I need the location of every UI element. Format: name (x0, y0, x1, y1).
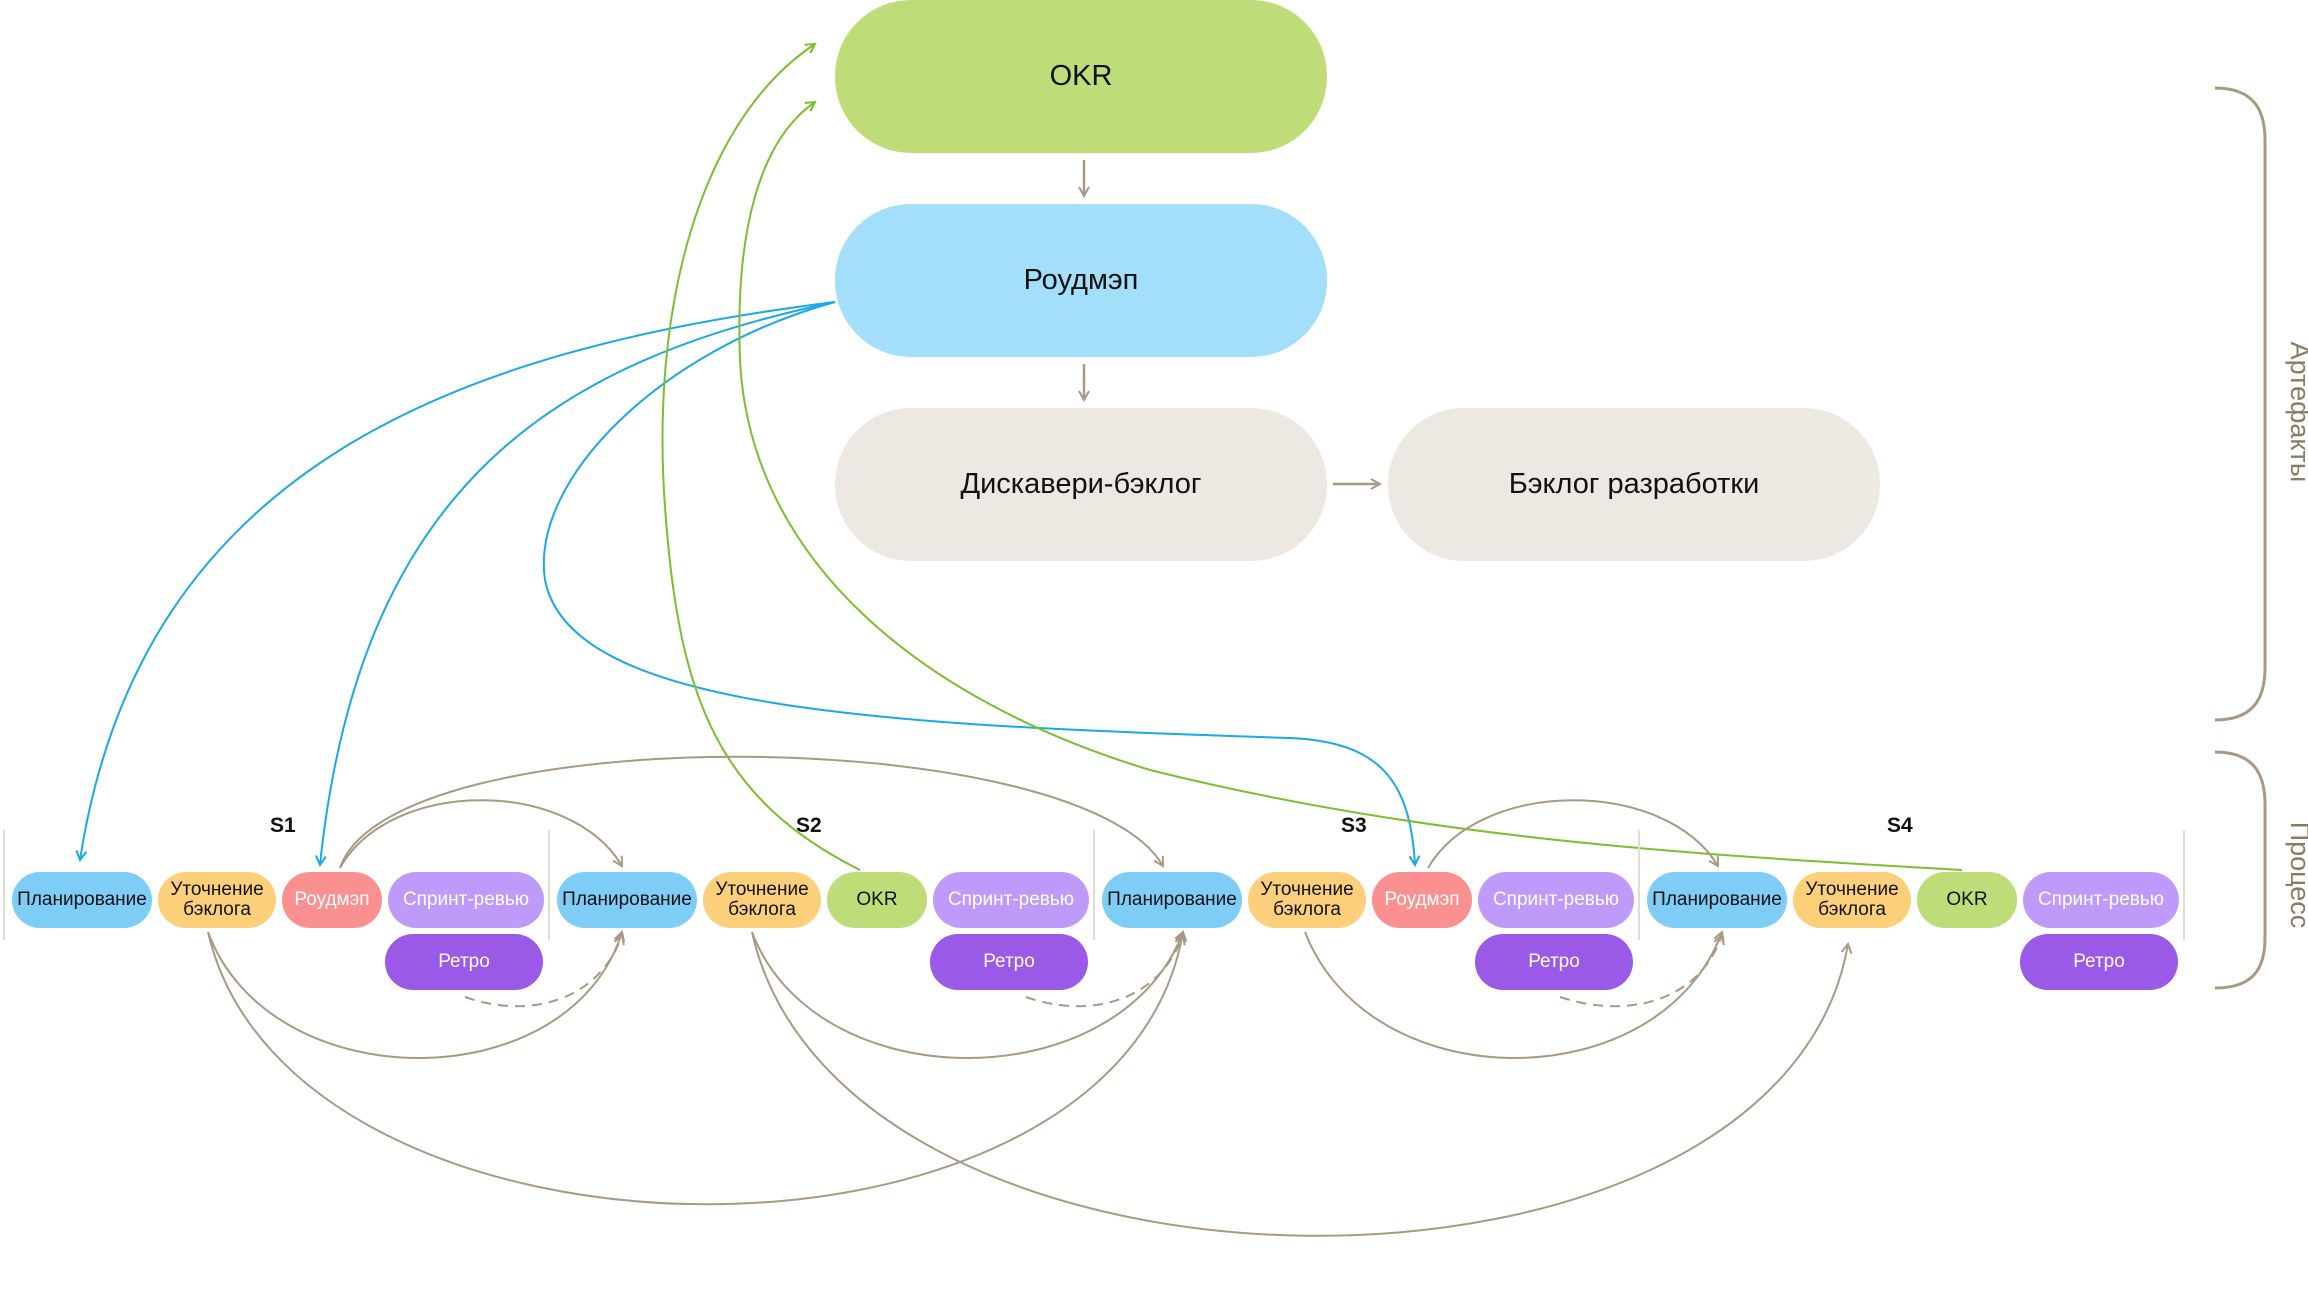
s2-retro-event: Ретро (930, 934, 1088, 990)
sprint-separator (2183, 830, 2185, 940)
s1-roadmap-to-s3-planning-arc (339, 755, 1163, 869)
roadmap-to-s1-roadmap-arrow (320, 301, 836, 865)
s3-retro-to-s4-planning-dashed (1559, 935, 1722, 1008)
s3-planning-event: Планирование (1102, 872, 1242, 928)
sprint-separator (1093, 830, 1095, 940)
roadmap-to-s3-roadmap-arrow (542, 301, 1415, 865)
s4-review-event: Спринт-ревью (2023, 872, 2179, 928)
s4-planning-event: Планирование (1647, 872, 1787, 928)
sprint-label-s1: S1 (270, 814, 296, 837)
s2-refinement-to-s3-planning-arc (751, 932, 1183, 1059)
artifacts-bracket (2214, 86, 2267, 722)
sprint-separator (3, 830, 5, 940)
s4-retro-event: Ретро (2020, 934, 2178, 990)
discovery-backlog-artifact: Дискавери-бэклог (835, 408, 1327, 561)
s3-roadmap-to-s4-planning-arc (1427, 799, 1718, 869)
s2-planning-event: Планирование (557, 872, 697, 928)
sprint-separator (548, 830, 550, 940)
s1-refinement-event: Уточнение бэклога (158, 872, 276, 928)
s1-roadmap-to-s2-planning-arc (339, 799, 622, 869)
process-bracket (2214, 750, 2267, 990)
s1-review-event: Спринт-ревью (388, 872, 544, 928)
s4-refinement-event: Уточнение бэклога (1793, 872, 1911, 928)
s3-refinement-event: Уточнение бэклога (1248, 872, 1366, 928)
artifacts-side-label: Артефакты (2285, 341, 2308, 483)
s1-planning-event: Планирование (12, 872, 152, 928)
process-side-label: Процесс (2285, 821, 2308, 929)
s2-okr-to-okr-arrow (661, 44, 861, 871)
s1-retro-event: Ретро (385, 934, 543, 990)
s2-review-event: Спринт-ревью (933, 872, 1089, 928)
s3-refinement-to-s4-planning-arc (1304, 932, 1722, 1059)
sprint-label-s2: S2 (796, 814, 822, 837)
s2-okr-event: OKR (827, 872, 927, 928)
s2-refinement-event: Уточнение бэклога (703, 872, 821, 928)
sprint-separator (1638, 830, 1640, 940)
s1-refinement-to-s2-planning-arc (207, 932, 622, 1059)
s1-roadmap-event-event: Роудмэп (282, 872, 382, 928)
s2-retro-to-s3-planning-dashed (1025, 935, 1183, 1008)
s1-retro-to-s2-planning-dashed (464, 935, 622, 1008)
s3-roadmap-event-event: Роудмэп (1372, 872, 1472, 928)
s3-review-event: Спринт-ревью (1478, 872, 1634, 928)
s2-refinement-to-s4-refinement-arc (751, 931, 1848, 1237)
roadmap-to-s1-planning-arrow (80, 301, 836, 860)
s4-okr-to-okr-arrow (738, 102, 1963, 871)
okr-artifact: OKR (835, 0, 1327, 153)
dev-backlog-artifact: Бэклог разработки (1388, 408, 1880, 561)
sprint-label-s3: S3 (1341, 814, 1367, 837)
s3-retro-event: Ретро (1475, 934, 1633, 990)
s1-refinement-to-s3-planning-arc (207, 932, 1183, 1206)
sprint-label-s4: S4 (1887, 814, 1913, 837)
s4-okr-event: OKR (1917, 872, 2017, 928)
roadmap-artifact: Роудмэп (835, 204, 1327, 357)
